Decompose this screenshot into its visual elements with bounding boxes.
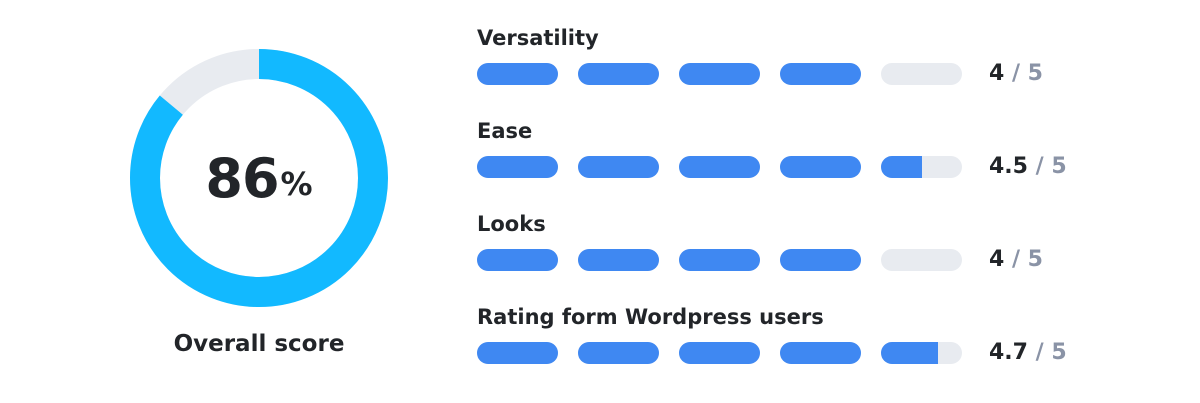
rating-segment-fill xyxy=(578,156,659,178)
rating-segment-fill xyxy=(578,63,659,85)
rating-segment-fill xyxy=(881,156,922,178)
metric-title: Looks xyxy=(477,212,546,236)
rating-segment-fill xyxy=(780,156,861,178)
rating-segment xyxy=(477,156,558,178)
rating-segment xyxy=(679,249,760,271)
metric-score: 4.7 / 5 xyxy=(989,340,1067,365)
overall-score-number: 86 xyxy=(205,146,279,210)
rating-bar xyxy=(477,156,963,178)
metric-row: Rating form Wordpress users 4.7 / 5 xyxy=(477,303,1097,396)
score-denominator: / 5 xyxy=(1027,340,1067,365)
rating-bar xyxy=(477,249,963,271)
rating-bar xyxy=(477,63,963,85)
rating-segment xyxy=(881,249,962,271)
rating-segment xyxy=(881,63,962,85)
metric-score: 4 / 5 xyxy=(989,61,1043,86)
rating-segment-fill xyxy=(477,249,558,271)
rating-segment-fill xyxy=(881,342,938,364)
score-denominator: / 5 xyxy=(1004,61,1043,86)
rating-bar xyxy=(477,342,963,364)
rating-segment xyxy=(578,342,659,364)
metric-title: Rating form Wordpress users xyxy=(477,305,824,329)
rating-segment xyxy=(679,63,760,85)
rating-segment-fill xyxy=(780,63,861,85)
rating-segment-fill xyxy=(578,249,659,271)
rating-segment xyxy=(881,342,962,364)
rating-segment xyxy=(780,63,861,85)
score-max: 5 xyxy=(1051,154,1067,179)
score-max: 5 xyxy=(1051,340,1067,365)
rating-segment-fill xyxy=(679,63,760,85)
rating-segment-fill xyxy=(679,249,760,271)
score-denominator: / 5 xyxy=(1004,247,1043,272)
score-value: 4 xyxy=(989,61,1005,86)
rating-segment xyxy=(477,249,558,271)
rating-segment-fill xyxy=(679,342,760,364)
rating-segment-fill xyxy=(477,156,558,178)
score-max: 5 xyxy=(1027,247,1043,272)
rating-segment-fill xyxy=(477,63,558,85)
metric-row: Looks 4 / 5 xyxy=(477,210,1097,303)
metric-list: Versatility 4 / 5 Ease 4.5 / 5 Looks 4 /… xyxy=(477,24,1097,396)
score-value: 4.5 xyxy=(989,154,1028,179)
score-value: 4.7 xyxy=(989,340,1028,365)
rating-segment xyxy=(881,156,962,178)
score-max: 5 xyxy=(1027,61,1043,86)
metric-title: Versatility xyxy=(477,26,599,50)
rating-segment xyxy=(679,342,760,364)
score-value: 4 xyxy=(989,247,1005,272)
rating-segment-fill xyxy=(477,342,558,364)
overall-score-value: 86 % xyxy=(128,47,390,309)
rating-segment xyxy=(477,342,558,364)
rating-segment xyxy=(578,156,659,178)
metric-row: Versatility 4 / 5 xyxy=(477,24,1097,117)
rating-segment xyxy=(679,156,760,178)
rating-segment xyxy=(780,249,861,271)
score-denominator: / 5 xyxy=(1027,154,1067,179)
metric-title: Ease xyxy=(477,119,533,143)
rating-segment-fill xyxy=(578,342,659,364)
rating-segment-fill xyxy=(780,342,861,364)
metric-row: Ease 4.5 / 5 xyxy=(477,117,1097,210)
rating-segment-fill xyxy=(780,249,861,271)
rating-segment xyxy=(477,63,558,85)
overall-score-label: Overall score xyxy=(173,331,345,357)
rating-segment-fill xyxy=(679,156,760,178)
rating-segment xyxy=(578,63,659,85)
rating-segment xyxy=(780,342,861,364)
overall-score-panel: 86 % Overall score xyxy=(128,47,390,357)
overall-score-unit: % xyxy=(280,165,313,203)
metric-score: 4 / 5 xyxy=(989,247,1043,272)
rating-segment xyxy=(578,249,659,271)
rating-segment xyxy=(780,156,861,178)
gauge-progress-arc xyxy=(130,49,388,307)
gauge-ring xyxy=(130,49,388,307)
overall-score-gauge: 86 % xyxy=(128,47,390,309)
metric-score: 4.5 / 5 xyxy=(989,154,1067,179)
